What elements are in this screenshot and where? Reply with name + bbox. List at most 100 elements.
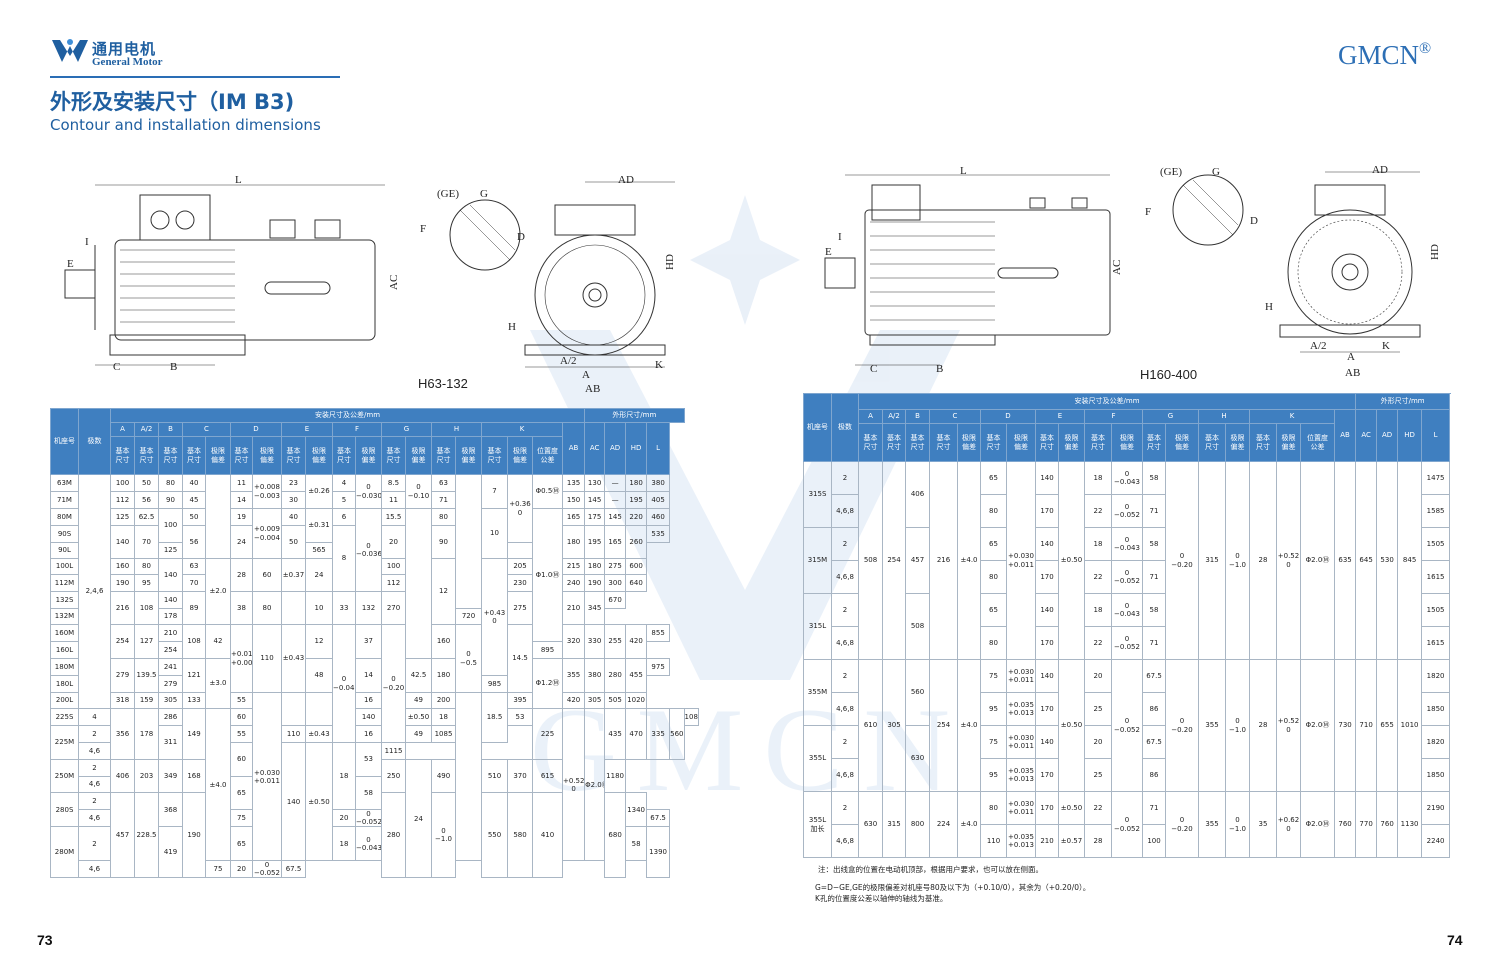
table-cell: Φ2.0Ⓜ xyxy=(1300,791,1335,858)
table-cell: 145 xyxy=(604,508,627,526)
table-cell: 254 xyxy=(158,641,183,659)
table-cell: 250 xyxy=(381,759,406,793)
table-cell: 170 xyxy=(1035,758,1059,792)
table-cell: 305 xyxy=(882,659,906,792)
table-cell: +0.035 +0.013 xyxy=(1006,692,1036,726)
table-cell: 40 xyxy=(182,474,206,492)
table-cell: 4,6,8 xyxy=(831,494,859,528)
table-cell: 63 xyxy=(182,558,206,575)
table-cell: 175 xyxy=(584,508,606,526)
table-cell: 70 xyxy=(182,574,206,592)
table-header-cell: C xyxy=(182,422,231,437)
table-cell: 20 xyxy=(230,860,253,879)
table-cell: 210 xyxy=(1035,824,1059,858)
table-cell: — xyxy=(604,474,627,492)
table-header-cell: 基本 尺寸 xyxy=(281,436,306,475)
dim-AD-label: AD xyxy=(618,174,634,186)
table-cell: 140 xyxy=(281,741,306,862)
table-cell: 845 xyxy=(1397,461,1423,660)
table-cell: 12 xyxy=(431,558,456,625)
table-cell: 975 xyxy=(646,658,671,676)
table-cell: 95 xyxy=(980,758,1007,792)
table-cell: 18 xyxy=(431,708,456,726)
end-view-frame-r xyxy=(1287,209,1413,335)
motor-body-r xyxy=(864,209,1111,336)
table-cell: 80 xyxy=(980,560,1007,594)
table-cell: +0.030 +0.011 xyxy=(1006,461,1036,660)
table-cell: 760 xyxy=(1333,791,1357,858)
dim-B-label: B xyxy=(170,361,177,373)
terminal-box xyxy=(139,194,211,241)
table-cell: 11 xyxy=(230,474,253,492)
table-header-cell: 基本 尺寸 xyxy=(905,423,930,462)
dim-AC-label-r: AC xyxy=(1111,260,1123,275)
table-cell: ±0.26 xyxy=(305,474,333,509)
table-cell: 0 −0.20 xyxy=(381,624,406,743)
table-cell: 0 −0.030 xyxy=(355,474,382,509)
table-cell: 112 xyxy=(110,491,135,509)
table-header-cell: 极限 偏差 xyxy=(455,436,482,475)
table-cell: 0 −0.5 xyxy=(455,624,482,693)
table-cell: 19 xyxy=(230,508,253,526)
table-cell: 159 xyxy=(134,692,159,709)
note-terminal-box: 注：出线盒的位置在电动机顶部，根据用户要求，也可以放在侧面。 xyxy=(818,865,1043,874)
table-cell: 655 xyxy=(1376,659,1399,792)
table-cell: 315S xyxy=(803,461,832,528)
table-cell: 25 xyxy=(1084,758,1112,792)
table-cell: 22 xyxy=(1084,791,1112,825)
table-cell: 457 xyxy=(905,527,930,594)
table-cell: 160 xyxy=(431,624,456,659)
table-cell: 2 xyxy=(78,826,111,862)
table-cell: 132 xyxy=(355,591,382,625)
table-cell: 55 xyxy=(230,725,253,743)
table-header-cell: AB xyxy=(1333,409,1357,462)
table-cell: 75 xyxy=(230,808,253,828)
table-cell: 215 xyxy=(561,558,586,575)
table-cell: 71M xyxy=(50,491,79,509)
table-cell: 8.5 xyxy=(381,474,406,492)
table-cell: 58 xyxy=(625,826,648,862)
table-cell: 140 xyxy=(355,708,382,726)
table-header-cell: 极限 偏差 xyxy=(507,436,533,475)
table-cell: 55 xyxy=(230,692,253,709)
table-cell: 90 xyxy=(158,491,183,509)
table-cell: Φ2.0Ⓜ xyxy=(1300,461,1335,660)
table-cell: 121 xyxy=(182,658,206,693)
table-cell: 4,6 xyxy=(78,808,111,828)
table-cell: 203 xyxy=(134,759,159,793)
table-cell: 10 xyxy=(481,508,508,559)
table-cell: 420 xyxy=(625,624,648,659)
table-cell: 65 xyxy=(230,826,253,862)
table-cell: 86 xyxy=(1142,758,1166,792)
dim-L-label-r: L xyxy=(960,165,967,177)
table-cell: 216 xyxy=(929,461,958,660)
table-cell: 60 xyxy=(252,558,282,592)
brand-logo: GMCN® xyxy=(1338,40,1431,71)
table-header-cell: 机座号 xyxy=(803,393,832,462)
table-header-cell: 极限 偏差 xyxy=(405,436,432,475)
table-cell: 355 xyxy=(561,658,586,693)
table-cell: +0.009 −0.004 xyxy=(252,508,282,559)
table-cell: 140 xyxy=(1035,527,1059,561)
table-header-cell: 基本 尺寸 xyxy=(882,423,906,462)
header-rule xyxy=(50,76,340,78)
table-cell xyxy=(281,692,306,726)
table-cell: 30 xyxy=(281,491,306,509)
table-cell: +0.035 +0.013 xyxy=(1006,758,1036,792)
table-cell: 14.5 xyxy=(507,624,533,693)
shaft-section xyxy=(449,199,521,271)
table-cell: +0.52 0 xyxy=(561,707,586,862)
table-cell: 508 xyxy=(858,461,883,660)
table-header-cell: 极限 偏差 xyxy=(1225,423,1250,462)
table-cell: 190 xyxy=(110,574,135,592)
table-cell: 349 xyxy=(158,759,183,793)
table-cell: 800 xyxy=(905,791,930,858)
